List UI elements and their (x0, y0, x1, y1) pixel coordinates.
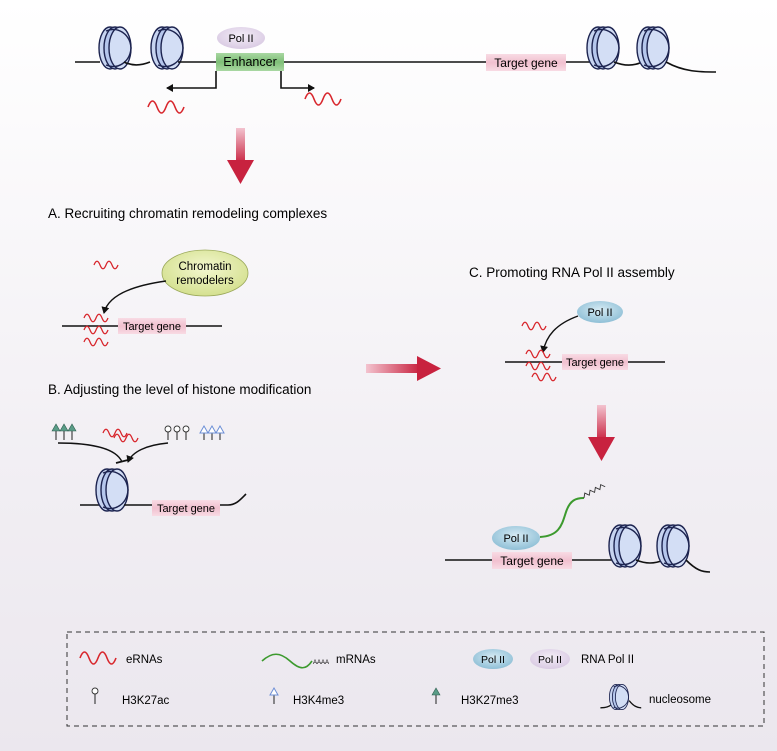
panel-c-target-gene-label: Target gene (566, 357, 624, 369)
legend-pol2-b: Pol II (538, 654, 562, 666)
panel-a-target-gene-label: Target gene (123, 321, 181, 333)
enhancer-box (216, 53, 284, 71)
flow-arrow-right (366, 356, 441, 381)
mrna-strand (539, 497, 585, 538)
erna-icon (83, 325, 109, 335)
legend-nucleosome: nucleosome (649, 694, 711, 706)
h3k27ac-icon (91, 687, 99, 695)
recruit-arrow (101, 280, 167, 314)
pol2-blue-icon (473, 649, 513, 669)
erna-icon (83, 313, 109, 323)
erna-icon (93, 260, 119, 270)
h3k4me3-markers (199, 424, 225, 440)
h3k27me3-markers (51, 423, 77, 440)
legend-rna-pol2: RNA Pol II (581, 654, 634, 666)
assemble-arrow (540, 315, 579, 353)
polya-tail (583, 483, 606, 499)
remodelers-line2: remodelers (176, 275, 234, 287)
chromatin-remodelers-icon (161, 249, 249, 297)
pol2-pink-icon (530, 649, 570, 669)
nucleosome-icon (95, 468, 129, 512)
h3k4me3-icon (269, 686, 279, 696)
repress-bar (115, 459, 129, 464)
remodelers-line1: Chromatin (178, 261, 231, 273)
erna-icon (531, 372, 557, 382)
bottom-target-gene-label: Target gene (500, 554, 564, 568)
panel-c-target-gene-box (562, 354, 628, 370)
bottom-pol2-icon (492, 526, 540, 550)
left-transcription-arrow (166, 71, 217, 92)
legend-box (66, 631, 765, 727)
mrna-icon (261, 653, 313, 669)
h3k27ac-markers (164, 425, 190, 440)
legend-mrnas: mRNAs (336, 654, 376, 666)
pol2-blue-icon (577, 301, 623, 323)
legend-h3k27ac: H3K27ac (122, 695, 170, 707)
erna-icon (83, 337, 109, 347)
legend-mrna-tail: AAAA (313, 660, 329, 666)
panel-b-dna-right (124, 493, 247, 506)
top-target-gene-label: Target gene (494, 56, 558, 70)
legend-h3k27me3: H3K27me3 (461, 695, 519, 707)
enhancer-label: Enhancer (223, 55, 277, 69)
pol2-pink-icon (217, 27, 265, 49)
bottom-target-gene-box (492, 552, 572, 569)
legend: eRNAs AAAA mRNAs Pol II Pol II RNA Pol I… (79, 649, 711, 711)
h3k27me3-icon (431, 687, 441, 696)
legend-pol2-a: Pol II (481, 654, 505, 666)
erna-icon (525, 361, 551, 371)
activate-arrow (126, 442, 169, 463)
erna-icon (147, 100, 185, 114)
panel-c-title: C. Promoting RNA Pol II assembly (469, 265, 675, 280)
nucleosome-icon (656, 524, 690, 568)
panel-b-title: B. Adjusting the level of histone modifi… (48, 382, 311, 397)
panel-c-pol2-label: Pol II (587, 307, 612, 319)
legend-ernas: eRNAs (126, 654, 163, 666)
flow-arrow-down-2 (588, 405, 615, 461)
legend-h3k4me3: H3K4me3 (293, 695, 344, 707)
top-dna-row (75, 26, 717, 73)
erna-icon (525, 349, 551, 359)
panel-b-target-gene-box (152, 500, 220, 516)
nucleosome-icon (636, 26, 670, 70)
repress-line (57, 442, 123, 463)
erna-icon (79, 651, 117, 665)
top-target-gene-box (486, 54, 566, 71)
transcription-complex (445, 524, 711, 573)
panel-b-target-gene-label: Target gene (157, 503, 215, 515)
panel-a-title: A. Recruiting chromatin remodeling compl… (48, 206, 327, 221)
panel-a-target-gene-box (118, 318, 186, 334)
erna-icon (304, 92, 342, 106)
nucleosome-icon (600, 683, 642, 711)
right-transcription-arrow (280, 71, 315, 92)
top-pol2-label: Pol II (228, 33, 253, 45)
bottom-pol2-label: Pol II (503, 533, 528, 545)
erna-icon (521, 321, 547, 331)
flow-arrow-down-1 (227, 128, 254, 184)
